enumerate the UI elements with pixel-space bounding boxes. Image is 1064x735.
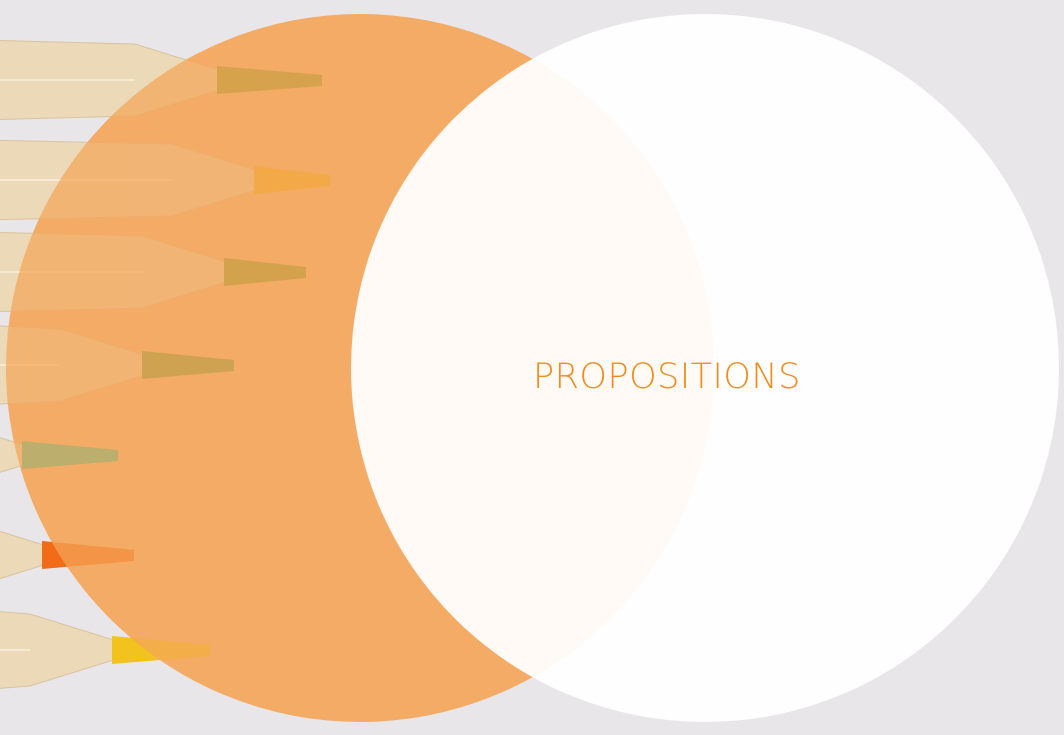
pencil-tip xyxy=(254,166,330,194)
pencil-tip xyxy=(224,258,306,286)
pencil-4 xyxy=(6,324,234,406)
pencil-tip xyxy=(22,441,118,469)
slide-headline: PROPOSITIONS xyxy=(533,357,801,397)
pencil-wood xyxy=(6,324,151,406)
pencil-tip xyxy=(217,66,322,94)
white-circle xyxy=(351,14,1059,722)
pencil-tip xyxy=(42,541,134,569)
pencil-tip xyxy=(142,351,234,379)
pencil-5 xyxy=(6,414,118,496)
pencil-wood xyxy=(6,231,233,313)
pencil-wood xyxy=(6,414,31,496)
